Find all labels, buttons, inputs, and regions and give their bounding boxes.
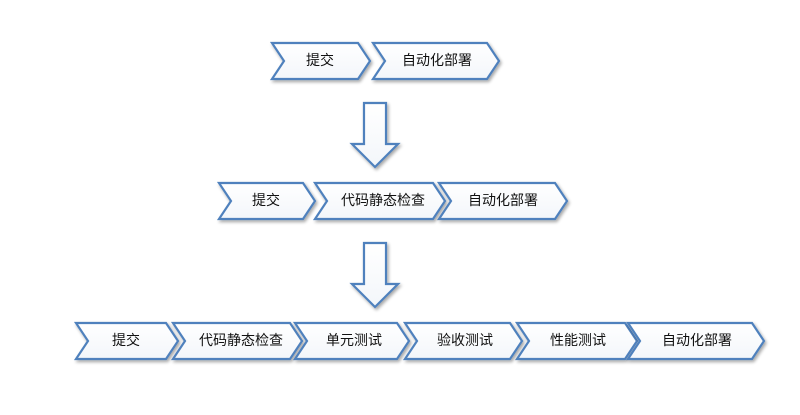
chevron-shape xyxy=(269,41,372,81)
step-commit: 提交 xyxy=(269,41,372,81)
down-arrow-icon xyxy=(349,241,401,309)
chevron-shape xyxy=(292,321,411,361)
chevron-shape xyxy=(370,41,501,81)
step-auto-deploy: 自动化部署 xyxy=(370,41,501,81)
step-label: 代码静态检查 xyxy=(199,333,283,349)
chevron-shape xyxy=(402,321,524,361)
step-performance-test: 性能测试 xyxy=(514,321,639,361)
chevron-shape xyxy=(216,181,317,221)
chevron-shape xyxy=(514,321,639,361)
step-static-analysis: 代码静态检查 xyxy=(170,321,304,361)
down-arrow-icon xyxy=(349,101,401,169)
step-label: 提交 xyxy=(306,52,334,69)
step-label: 性能测试 xyxy=(550,333,606,349)
step-auto-deploy: 自动化部署 xyxy=(436,181,569,221)
step-label: 自动化部署 xyxy=(662,333,732,349)
step-commit: 提交 xyxy=(73,321,180,361)
chevron-shape xyxy=(73,321,180,361)
step-label: 验收测试 xyxy=(437,333,493,349)
pipeline-row-1: 提交 自动化部署 xyxy=(269,41,501,81)
pipeline-row-2: 提交 代码静态检查 自动化部署 xyxy=(216,181,569,221)
step-label: 自动化部署 xyxy=(468,193,538,209)
step-auto-deploy: 自动化部署 xyxy=(625,321,766,361)
pipeline-row-3: 提交 代码静态检查 单元测试 验收测试 性能测试 自动化部署 xyxy=(73,321,766,361)
step-label: 自动化部署 xyxy=(402,53,472,69)
chevron-shape xyxy=(625,321,766,361)
step-commit: 提交 xyxy=(216,181,317,221)
chevron-shape xyxy=(436,181,569,221)
step-label: 单元测试 xyxy=(326,333,382,349)
step-label: 代码静态检查 xyxy=(341,193,425,209)
step-acceptance-test: 验收测试 xyxy=(402,321,524,361)
step-static-analysis: 代码静态检查 xyxy=(312,181,447,221)
chevron-shape xyxy=(312,181,447,221)
chevron-shape xyxy=(170,321,304,361)
step-label: 提交 xyxy=(112,332,140,349)
step-label: 提交 xyxy=(252,192,280,209)
step-unit-test: 单元测试 xyxy=(292,321,411,361)
